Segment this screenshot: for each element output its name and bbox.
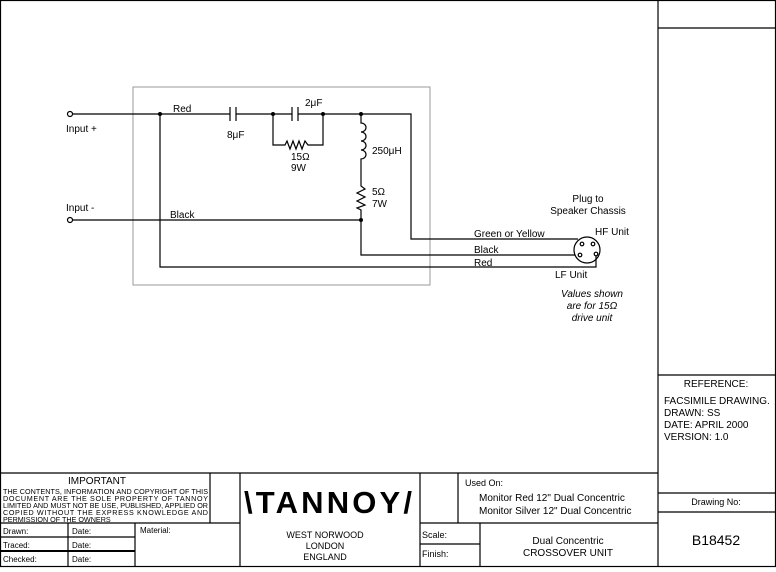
date-label: Date: bbox=[72, 555, 91, 564]
circuit-wiring bbox=[66, 107, 601, 268]
used-on-item: Monitor Red 12" Dual Concentric bbox=[479, 493, 625, 504]
out-green-label: Green or Yellow bbox=[474, 229, 545, 240]
reference-line: VERSION: 1.0 bbox=[664, 432, 729, 443]
input-plus-label: Input + bbox=[66, 124, 97, 135]
inductor-250uh-icon bbox=[360, 114, 367, 183]
material-label: Material: bbox=[140, 526, 171, 535]
lf-unit-label: LF Unit bbox=[555, 270, 587, 281]
resistor-15ohm-icon bbox=[272, 114, 324, 151]
resistor-5ohm-icon bbox=[355, 183, 575, 256]
res-5ohm-label: 5Ω bbox=[372, 187, 386, 198]
cap-8uf-label: 8μF bbox=[227, 130, 244, 141]
inductor-label: 250μH bbox=[372, 146, 402, 157]
note-line-1: Values shown bbox=[561, 289, 623, 300]
important-title: IMPORTANT bbox=[68, 476, 126, 487]
res-9w-label: 9W bbox=[291, 163, 307, 174]
product-line-2: CROSSOVER UNIT bbox=[523, 548, 613, 559]
res-7w-label: 7W bbox=[372, 199, 388, 210]
crossover-enclosure bbox=[132, 86, 431, 286]
input-minus-label: Input - bbox=[66, 203, 94, 214]
date-label: Date: bbox=[72, 541, 91, 550]
important-text-line: DOCUMENT ARE THE SOLE PROPERTY OF TANNOY bbox=[3, 494, 208, 503]
plug-label-2: Speaker Chassis bbox=[550, 206, 626, 217]
checked-label: Checked: bbox=[3, 555, 37, 564]
used-on-label: Used On: bbox=[465, 478, 503, 488]
out-red-label: Red bbox=[474, 258, 492, 269]
tannoy-logo: \TANNOY/ bbox=[244, 485, 412, 520]
address-line: LONDON bbox=[306, 541, 345, 551]
date-label: Date: bbox=[72, 527, 91, 536]
drawing-no-label: Drawing No: bbox=[691, 497, 741, 507]
wire-black-label: Black bbox=[170, 210, 195, 221]
product-line-1: Dual Concentric bbox=[532, 536, 603, 547]
scale-label: Scale: bbox=[422, 530, 447, 540]
drawn-label: Drawn: bbox=[3, 527, 28, 536]
input-plus-terminal bbox=[66, 110, 74, 118]
res-15ohm-label: 15Ω bbox=[291, 152, 310, 163]
important-text-line: THE CONTENTS, INFORMATION AND COPYRIGHT … bbox=[3, 487, 208, 496]
drawing-number: B18452 bbox=[692, 532, 740, 548]
reference-line: DRAWN: SS bbox=[664, 408, 721, 419]
wire-red-label: Red bbox=[173, 104, 191, 115]
address-line: ENGLAND bbox=[303, 552, 347, 562]
cap-2uf-label: 2μF bbox=[305, 98, 322, 109]
speaker-plug-icon bbox=[573, 236, 601, 264]
reference-line: DATE: APRIL 2000 bbox=[664, 420, 749, 431]
hf-unit-label: HF Unit bbox=[595, 227, 629, 238]
important-text-line: COPIED WITHOUT THE EXPRESS KNOWLEDGE AND bbox=[3, 508, 208, 517]
reference-title: REFERENCE: bbox=[684, 379, 748, 390]
important-text-line: LIMITED AND MUST NOT BE USE, PUBLISHED, … bbox=[3, 501, 208, 510]
note-line-3: drive unit bbox=[572, 313, 614, 324]
input-minus-terminal bbox=[66, 216, 74, 224]
note-line-2: are for 15Ω bbox=[567, 301, 618, 312]
traced-label: Traced: bbox=[3, 541, 30, 550]
reference-line: FACSIMILE DRAWING. bbox=[664, 396, 770, 407]
address-line: WEST NORWOOD bbox=[286, 530, 364, 540]
used-on-item: Monitor Silver 12" Dual Concentric bbox=[479, 506, 632, 517]
finish-label: Finish: bbox=[422, 549, 449, 559]
out-black-label: Black bbox=[474, 245, 499, 256]
important-text-line: PERMISSION OF THE OWNERS bbox=[3, 515, 111, 524]
plug-label-1: Plug to bbox=[572, 194, 604, 205]
